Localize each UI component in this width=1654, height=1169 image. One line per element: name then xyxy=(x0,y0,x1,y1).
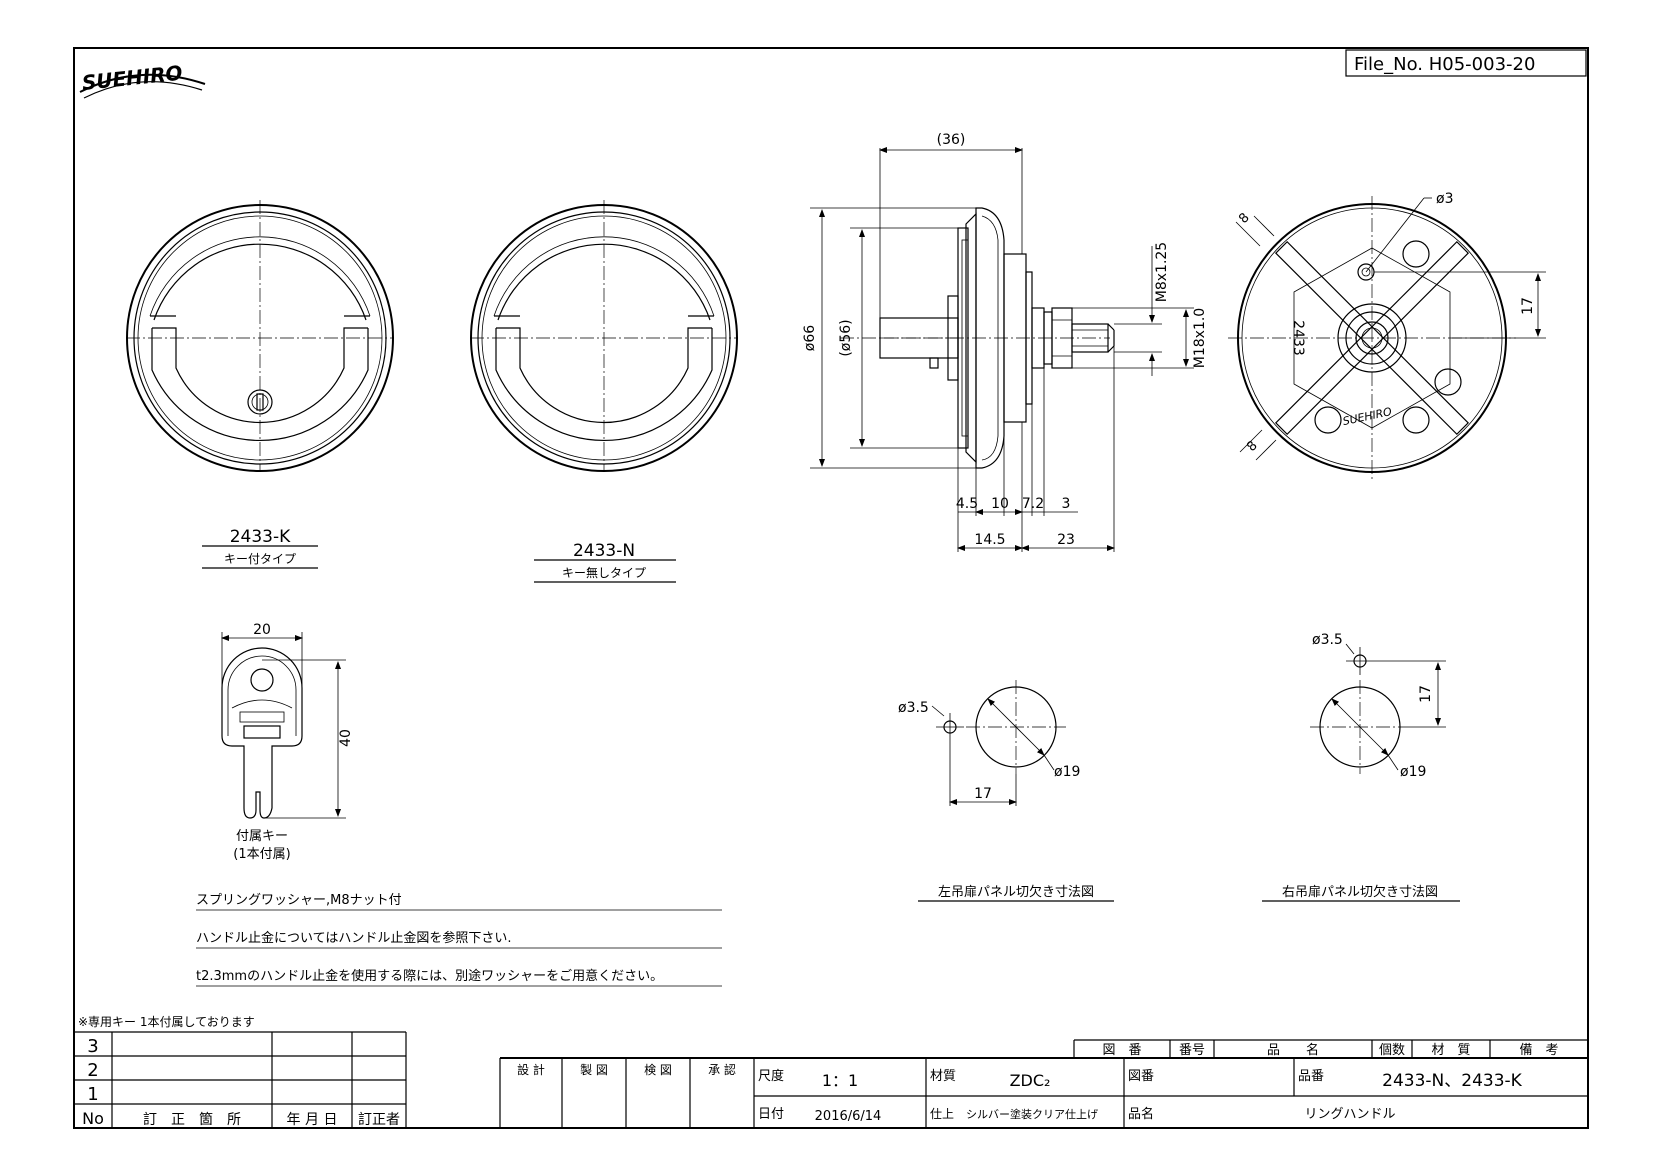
front-view-2433-n xyxy=(470,200,738,472)
cr-dim-d3-5: ø3.5 xyxy=(1312,632,1343,648)
material-value: ZDC₂ xyxy=(1010,1071,1051,1090)
suehiro-logo: SUEHIRO xyxy=(79,61,206,99)
drawing-no-label: 図番 xyxy=(1128,1069,1154,1084)
key-label: 付属キー xyxy=(236,829,288,844)
front-view-2433-k xyxy=(126,200,394,472)
key-dim-20: 20 xyxy=(253,622,271,638)
dim-3: 3 xyxy=(1062,496,1071,512)
parts-header-number: 番号 xyxy=(1179,1043,1205,1058)
product-no-label: 品番 xyxy=(1298,1069,1324,1084)
dim-m18: M18x1.0 xyxy=(1192,308,1208,368)
title-block xyxy=(499,1039,1588,1128)
approval-approve: 承 認 xyxy=(708,1062,736,1077)
dim-36: (36) xyxy=(937,132,966,148)
key-note: ※専用キー 1本付属しております xyxy=(78,1015,255,1029)
finish-value: シルバー塗装クリア仕上げ xyxy=(966,1107,1098,1121)
rev-header-no: No xyxy=(82,1109,104,1128)
approval-drafting: 製 図 xyxy=(580,1063,608,1077)
logo-text: SUEHIRO xyxy=(81,61,184,95)
cutout-right xyxy=(1310,647,1410,774)
parts-header-remarks: 備 考 xyxy=(1519,1042,1558,1058)
model-2433-k: 2433-K xyxy=(230,527,291,547)
finish-label: 仕上 xyxy=(930,1107,954,1121)
key-dim-40: 40 xyxy=(338,729,354,747)
rev-row-1: 1 xyxy=(87,1084,98,1105)
drawing-border xyxy=(73,47,1589,1129)
revision-table xyxy=(74,1031,407,1128)
parts-header-drawing-no: 図 番 xyxy=(1102,1043,1141,1058)
key-view xyxy=(221,647,303,819)
cutout-right-caption: 右吊扉パネル切欠き寸法図 xyxy=(1282,884,1438,900)
dim-d66: ø66 xyxy=(802,325,818,351)
rear-logo-stamp: SUEHIRO xyxy=(1342,405,1394,428)
product-name-label: 品名 xyxy=(1128,1106,1154,1122)
date-value: 2016/6/14 xyxy=(815,1109,882,1124)
product-name-value: リングハンドル xyxy=(1304,1107,1395,1122)
dim-7-2: 7.2 xyxy=(1022,496,1044,512)
parts-header-qty: 個数 xyxy=(1379,1043,1405,1058)
note-3: t2.3mmのハンドル止金を使用する際には、別途ワッシャーをご用意ください。 xyxy=(196,968,663,984)
dim-14-5: 14.5 xyxy=(974,532,1005,548)
file-no: File_No. H05-003-20 xyxy=(1354,54,1535,75)
cl-dim-d3-5: ø3.5 xyxy=(898,700,929,716)
date-label: 日付 xyxy=(758,1107,784,1122)
rear-dim-8-bottom: 8 xyxy=(1244,438,1260,454)
product-no-value: 2433-N、2433-K xyxy=(1382,1071,1523,1091)
cutout-left-caption: 左吊扉パネル切欠き寸法図 xyxy=(938,884,1094,900)
scale-label: 尺度 xyxy=(758,1068,784,1084)
dim-4-5: 4.5 xyxy=(956,496,978,512)
rear-view: 2433 SUEHIRO xyxy=(1228,196,1516,480)
approval-check: 検 図 xyxy=(644,1063,672,1077)
type-key: キー付タイプ xyxy=(224,552,296,566)
note-1: スプリングワッシャー,M8ナット付 xyxy=(196,893,402,908)
rev-row-3: 3 xyxy=(87,1036,98,1057)
key-sub-label: (1本付属) xyxy=(233,847,290,862)
type-nokey: キー無しタイプ xyxy=(562,565,646,580)
dim-m8: M8x1.25 xyxy=(1154,242,1170,302)
parts-header-name: 品 名 xyxy=(1267,1042,1319,1058)
file-no-box xyxy=(1345,49,1587,77)
dim-23: 23 xyxy=(1057,532,1075,548)
cl-dim-17: 17 xyxy=(974,786,992,802)
side-view xyxy=(840,207,1115,469)
rear-dim-d3: ø3 xyxy=(1436,191,1453,207)
parts-header-material: 材 質 xyxy=(1431,1043,1470,1058)
scale-value: 1：1 xyxy=(822,1071,858,1090)
approval-design: 設 計 xyxy=(517,1062,545,1077)
cr-dim-17: 17 xyxy=(1418,685,1434,703)
rear-dim-17: 17 xyxy=(1520,297,1536,315)
dim-d56: (ø56) xyxy=(838,319,854,356)
rear-stamp: 2433 xyxy=(1290,320,1306,356)
cr-dim-d19: ø19 xyxy=(1400,764,1426,780)
material-label: 材質 xyxy=(930,1069,956,1084)
model-2433-n: 2433-N xyxy=(573,541,635,561)
rev-header-desc: 訂 正 箇 所 xyxy=(143,1111,241,1128)
note-2: ハンドル止金についてはハンドル止金図を参照下さい. xyxy=(196,930,511,946)
cutout-left xyxy=(936,680,1066,774)
rev-header-date: 年 月 日 xyxy=(287,1112,338,1128)
cl-dim-d19: ø19 xyxy=(1054,764,1080,780)
dim-10: 10 xyxy=(991,496,1009,512)
rev-row-2: 2 xyxy=(87,1060,98,1081)
rev-header-editor: 訂正者 xyxy=(358,1112,400,1128)
